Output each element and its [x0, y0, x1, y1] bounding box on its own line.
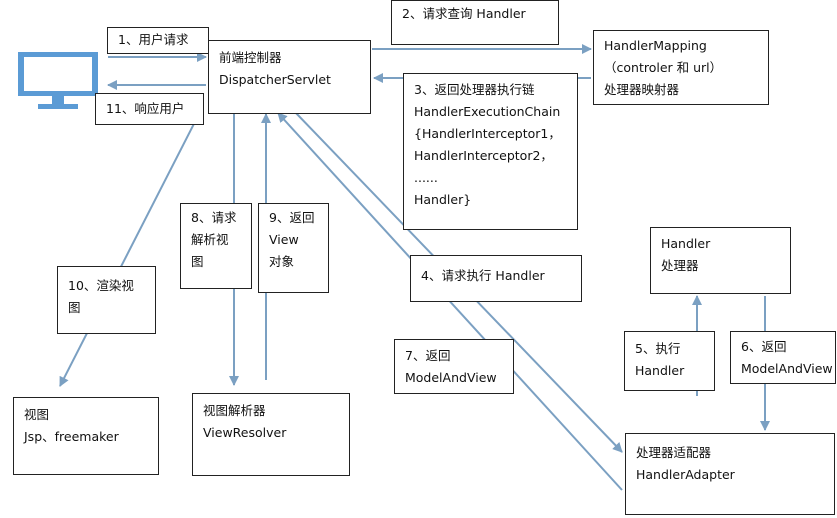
handler-mapping-box-line-1: HandlerMapping	[604, 38, 707, 53]
view-box-line-2: Jsp、freemaker	[24, 429, 119, 444]
step6-label-line-1: 6、返回	[741, 339, 787, 354]
execution-chain-box: 3、返回处理器执行链 HandlerExecutionChain {HandlerI…	[403, 73, 578, 230]
step9-label-line-1: 9、返回	[269, 210, 315, 225]
step10-label: 10、渲染视图	[57, 266, 156, 334]
step4-label: 4、请求执行 Handler	[410, 255, 582, 302]
step7-label: 7、返回 ModelAndView	[394, 339, 514, 394]
execution-chain-box-line-5: ......	[414, 170, 438, 185]
step5-label-line-2: Handler	[635, 363, 685, 378]
step6-label-line-2: ModelAndView	[741, 361, 833, 376]
step9-label-line-3: 对象	[269, 254, 295, 269]
execution-chain-box-line-4: HandlerInterceptor2，	[414, 148, 553, 163]
step2-label: 2、请求查询 Handler	[391, 0, 559, 45]
step11-label-line-1: 11、响应用户	[106, 101, 185, 116]
step8-label-line-2: 解析视	[191, 232, 229, 247]
step5-label-line-1: 5、执行	[635, 341, 681, 356]
step4-label-line-1: 4、请求执行 Handler	[421, 268, 545, 283]
handler-box-line-2: 处理器	[661, 258, 699, 273]
view-box-line-1: 视图	[24, 407, 50, 422]
step7-label-line-1: 7、返回	[405, 348, 451, 363]
execution-chain-box-line-6: Handler}	[414, 192, 472, 207]
front-controller-box-line-2: DispatcherServlet	[219, 72, 331, 87]
view-resolver-box-line-1: 视图解析器	[203, 403, 266, 418]
handler-box-line-1: Handler	[661, 236, 711, 251]
front-controller-box-line-1: 前端控制器	[219, 50, 282, 65]
view-box: 视图 Jsp、freemaker	[13, 397, 159, 475]
step5-label: 5、执行 Handler	[624, 331, 715, 391]
step10-label-line-1: 10、渲染视	[68, 278, 134, 293]
step7-label-line-2: ModelAndView	[405, 370, 497, 385]
step2-label-line-1: 2、请求查询 Handler	[402, 6, 526, 21]
step6-label: 6、返回 ModelAndView	[730, 331, 836, 384]
handler-mapping-box-line-2: （controler 和 url）	[604, 60, 723, 75]
handler-mapping-box-line-3: 处理器映射器	[604, 82, 680, 97]
execution-chain-box-line-1: 3、返回处理器执行链	[414, 82, 535, 97]
handler-adapter-box-line-1: 处理器适配器	[636, 445, 712, 460]
execution-chain-box-line-3: {HandlerInterceptor1，	[414, 126, 561, 141]
monitor-icon	[18, 52, 98, 109]
view-resolver-box: 视图解析器 ViewResolver	[192, 393, 350, 476]
step11-label: 11、响应用户	[95, 93, 204, 125]
handler-mapping-box: HandlerMapping （controler 和 url） 处理器映射器	[593, 30, 769, 105]
step9-label-line-2: View	[269, 232, 299, 247]
step8-label: 8、请求解析视图	[180, 203, 252, 289]
handler-box: Handler 处理器	[650, 227, 791, 294]
view-resolver-box-line-2: ViewResolver	[203, 425, 287, 440]
step10-label-line-2: 图	[68, 300, 81, 315]
execution-chain-box-line-2: HandlerExecutionChain	[414, 104, 561, 119]
step8-label-line-1: 8、请求	[191, 210, 237, 225]
step1-label-line-1: 1、用户请求	[118, 32, 189, 47]
handler-adapter-box: 处理器适配器 HandlerAdapter	[625, 433, 835, 515]
step8-label-line-3: 图	[191, 254, 204, 269]
front-controller-box: 前端控制器 DispatcherServlet	[208, 40, 371, 114]
step9-label: 9、返回 View 对象	[258, 203, 329, 293]
arrow-render-view	[59, 111, 201, 387]
step1-label: 1、用户请求	[107, 27, 209, 54]
handler-adapter-box-line-2: HandlerAdapter	[636, 467, 735, 482]
